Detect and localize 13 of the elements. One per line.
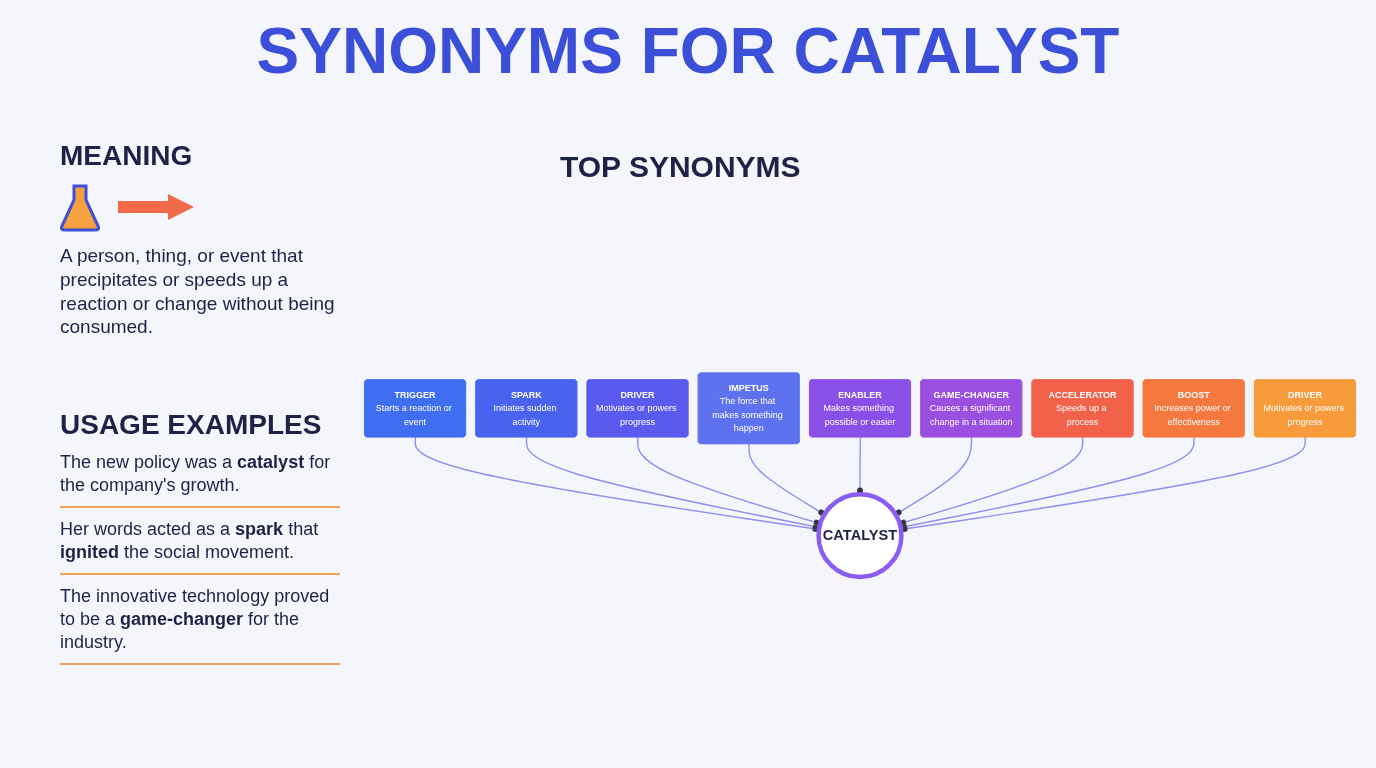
example-sentence: The new policy was a catalyst for the company's growth. [60,451,340,508]
definition-text: A person, thing, or event that precipitates or speeds up a reaction or change without being consumed. [60,244,336,339]
section-heading: USAGE EXAMPLES [60,409,323,441]
connector [894,436,973,516]
title: SYNONYMS FOR CATALYST [255,14,1121,88]
section-heading: MEANING [60,140,194,172]
node-circle: CATALYST [816,492,904,580]
connector [900,436,1306,533]
connector [414,436,820,533]
example-sentence: The innovative technology proved to be a game-changer for the industry. [60,584,340,665]
connector [748,443,826,516]
example-sentence: Her words acted as a spark that ignited the social movement. [60,517,340,575]
section-heading: TOP SYNONYMS [560,150,801,184]
